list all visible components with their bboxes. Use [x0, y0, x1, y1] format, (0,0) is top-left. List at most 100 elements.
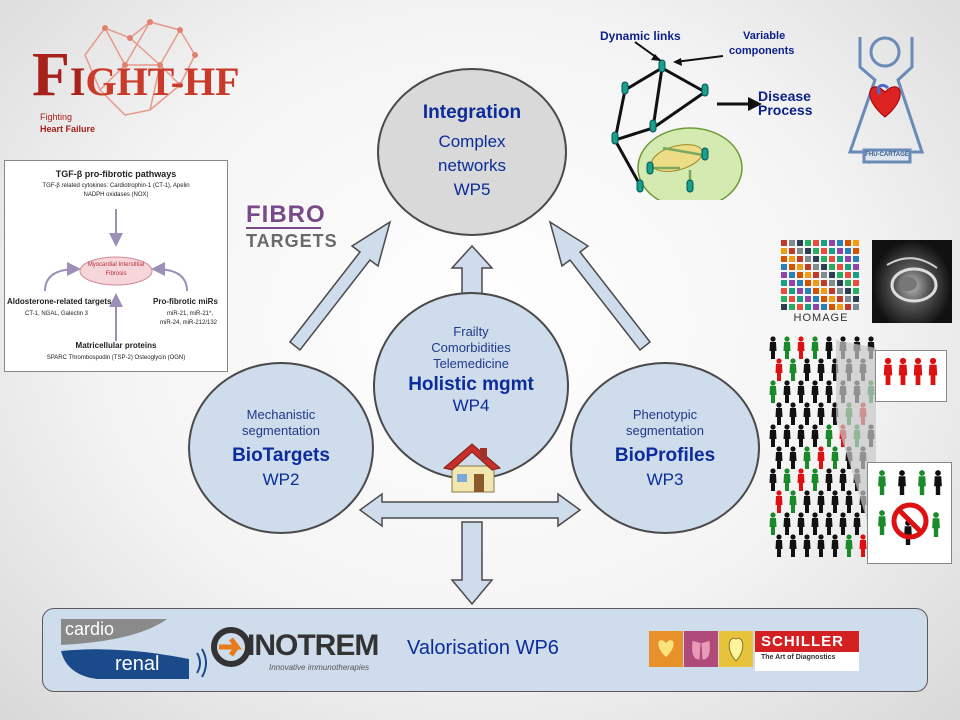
schiller-text: SCHILLER: [755, 631, 859, 652]
mosaic-tile: [837, 240, 843, 246]
pathway-center1: Myocardial Interstitial: [87, 262, 145, 268]
person-icon: [784, 380, 790, 386]
person-icon: [879, 470, 885, 476]
mosaic-tile: [805, 296, 811, 302]
person-icon: [790, 358, 796, 364]
person-icon: [934, 476, 942, 495]
mosaic-tile: [797, 264, 803, 270]
person-icon: [789, 540, 797, 557]
person-icon: [846, 490, 852, 496]
pathway-arrows: [44, 209, 188, 341]
bioprofiles-wp: WP3: [646, 469, 684, 489]
person-icon: [878, 476, 886, 495]
zoom-wedge: [836, 330, 876, 560]
person-icon: [817, 496, 825, 513]
cardio-text: cardio: [65, 619, 115, 639]
person-icon: [854, 512, 860, 518]
integration-line1: Complex: [438, 132, 506, 151]
person-icon: [914, 357, 922, 365]
mosaic-tile: [853, 288, 859, 294]
person-icon: [783, 518, 791, 535]
person-icon: [803, 540, 811, 557]
mosaic-tile: [813, 288, 819, 294]
mosaic-tile: [781, 264, 787, 270]
mosaic-tile: [813, 240, 819, 246]
person-icon: [818, 358, 824, 364]
pathway-right-sub1: miR-21, miR-21*,: [167, 311, 214, 317]
mosaic-tile: [781, 272, 787, 278]
mosaic-tile: [821, 280, 827, 286]
inotrem-text: INOTREM: [247, 629, 379, 662]
person-icon: [826, 424, 832, 430]
person-icon: [798, 512, 804, 518]
mosaic-tile: [821, 256, 827, 262]
person-icon: [812, 424, 818, 430]
mosaic-tile: [829, 240, 835, 246]
fibro-targets-logo: FIBRO TARGETS: [246, 203, 337, 253]
person-icon: [789, 496, 797, 513]
person-icon: [775, 452, 783, 469]
person-icon: [776, 358, 782, 364]
mosaic-tile: [845, 248, 851, 254]
person-icon: [797, 518, 805, 535]
person-icon: [884, 357, 892, 365]
person-icon: [783, 342, 791, 359]
person-icon: [932, 518, 940, 537]
mosaic-tile: [805, 256, 811, 262]
person-icon: [818, 490, 824, 496]
mosaic-tile: [789, 240, 795, 246]
mosaic-tile: [781, 288, 787, 294]
pathway-left-title: Aldosterone-related targets: [7, 297, 112, 306]
heart-network-icon: [84, 19, 198, 116]
mosaic-tile: [797, 288, 803, 294]
person-icon: [776, 490, 782, 496]
mosaic-tile: [829, 296, 835, 302]
mosaic-tile: [781, 248, 787, 254]
person-icon: [868, 336, 874, 342]
process-label: Process: [758, 102, 813, 118]
person-icon: [812, 512, 818, 518]
schiller-sub: The Art of Diagnostics: [761, 654, 836, 661]
person-icon: [832, 446, 838, 452]
person-icon: [770, 336, 776, 342]
person-icon: [825, 342, 833, 359]
mosaic-tile: [805, 280, 811, 286]
mosaic-tile: [829, 256, 835, 262]
disease-label: Disease: [758, 88, 811, 104]
network-diagram: Dynamic links Variable components Diseas…: [595, 20, 835, 200]
mosaic-tile: [821, 288, 827, 294]
mosaic-tile: [789, 296, 795, 302]
person-icon: [839, 474, 847, 491]
person-icon: [798, 380, 804, 386]
person-icon: [860, 534, 866, 540]
mosaic-tile: [789, 272, 795, 278]
person-icon: [783, 474, 791, 491]
mosaic-tile: [837, 288, 843, 294]
person-icon: [898, 476, 906, 495]
person-icon: [839, 518, 847, 535]
person-icon: [928, 364, 938, 385]
mosaic-tile: [853, 256, 859, 262]
person-icon: [775, 496, 783, 513]
dynamic-links-label: Dynamic links: [600, 29, 681, 43]
mosaic-tile: [845, 296, 851, 302]
mosaic-tile: [805, 304, 811, 310]
pathway-bottom-title: Matricellular proteins: [75, 341, 157, 350]
pathway-line1: TGF-β related cytokines: Cardiotrophin-1…: [42, 183, 190, 189]
person-icon: [859, 540, 867, 557]
holistic-line1: Frailty: [453, 324, 489, 339]
person-icon: [832, 490, 838, 496]
person-icon: [775, 408, 783, 425]
mosaic-tile: [829, 272, 835, 278]
person-icon: [776, 402, 782, 408]
mosaic-tile: [813, 256, 819, 262]
person-icon: [825, 518, 833, 535]
mosaic-tile: [805, 248, 811, 254]
person-icon: [784, 424, 790, 430]
person-icon: [776, 446, 782, 452]
homage-mosaic: [781, 240, 859, 310]
person-icon: [832, 534, 838, 540]
holistic-title: Holistic mgmt: [408, 374, 534, 395]
mosaic-tile: [821, 304, 827, 310]
pathway-title: TGF-β pro-fibrotic pathways: [55, 169, 177, 179]
